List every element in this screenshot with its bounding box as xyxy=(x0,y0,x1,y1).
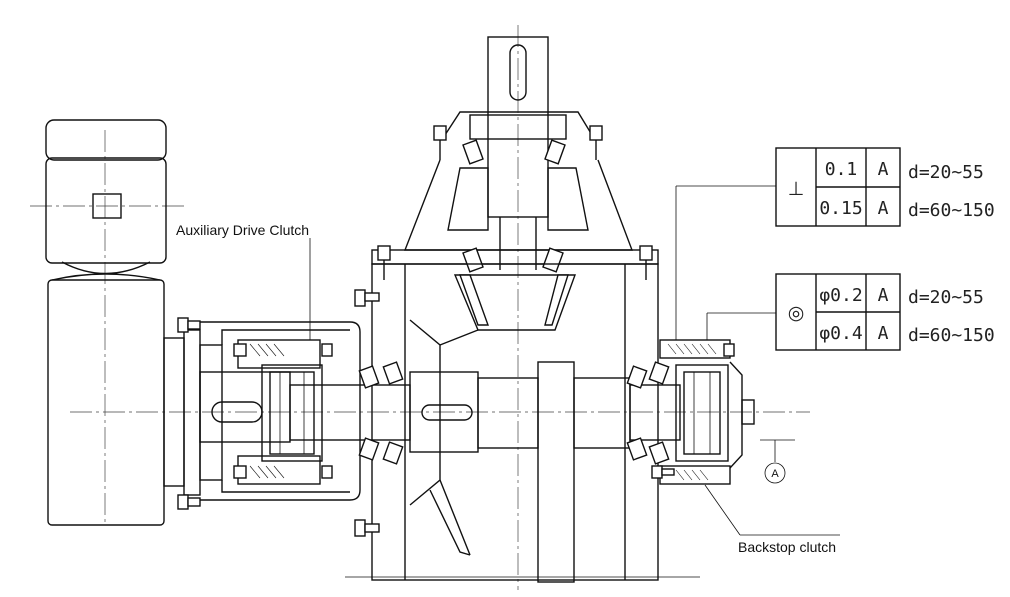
perp-value-1: 0.1 xyxy=(825,159,858,180)
bevel-gear xyxy=(409,274,576,556)
output-shaft xyxy=(487,36,549,270)
concentricity-frame: ◎ φ0.2 A φ0.4 A d=20~55 d=60~150 xyxy=(775,273,995,351)
perp-value-2: 0.15 xyxy=(819,198,862,219)
adapter-housing xyxy=(163,317,361,510)
backstop-clutch-assembly xyxy=(651,339,755,485)
conc-range-1: d=20~55 xyxy=(908,287,984,308)
leader-lines xyxy=(309,185,840,536)
conc-value-2: φ0.4 xyxy=(819,323,862,344)
backstop-clutch-label: Backstop clutch xyxy=(738,539,836,555)
datum-circle xyxy=(764,462,786,484)
motor xyxy=(45,119,167,526)
perp-datum-2: A xyxy=(878,198,889,219)
auxiliary-drive-clutch-label: Auxiliary Drive Clutch xyxy=(176,222,309,238)
conc-datum-1: A xyxy=(878,285,889,306)
perp-range-1: d=20~55 xyxy=(908,162,984,183)
top-bearing-cap xyxy=(433,111,603,165)
concentricity-icon: ◎ xyxy=(788,303,805,324)
auxiliary-clutch-assembly xyxy=(233,339,333,485)
input-shaft xyxy=(289,361,681,583)
centerlines xyxy=(30,25,810,590)
conc-datum-2: A xyxy=(878,323,889,344)
perp-datum-1: A xyxy=(878,159,889,180)
perp-range-2: d=60~150 xyxy=(908,200,995,221)
input-bearings xyxy=(354,289,670,537)
perpendicularity-icon: ⊥ xyxy=(788,179,805,200)
perpendicularity-frame: ⊥ 0.1 A 0.15 A d=20~55 d=60~150 xyxy=(775,147,995,227)
conc-value-1: φ0.2 xyxy=(819,285,862,306)
gear-housing xyxy=(345,159,700,581)
conc-range-2: d=60~150 xyxy=(908,325,995,346)
datum-label: A xyxy=(771,468,779,480)
